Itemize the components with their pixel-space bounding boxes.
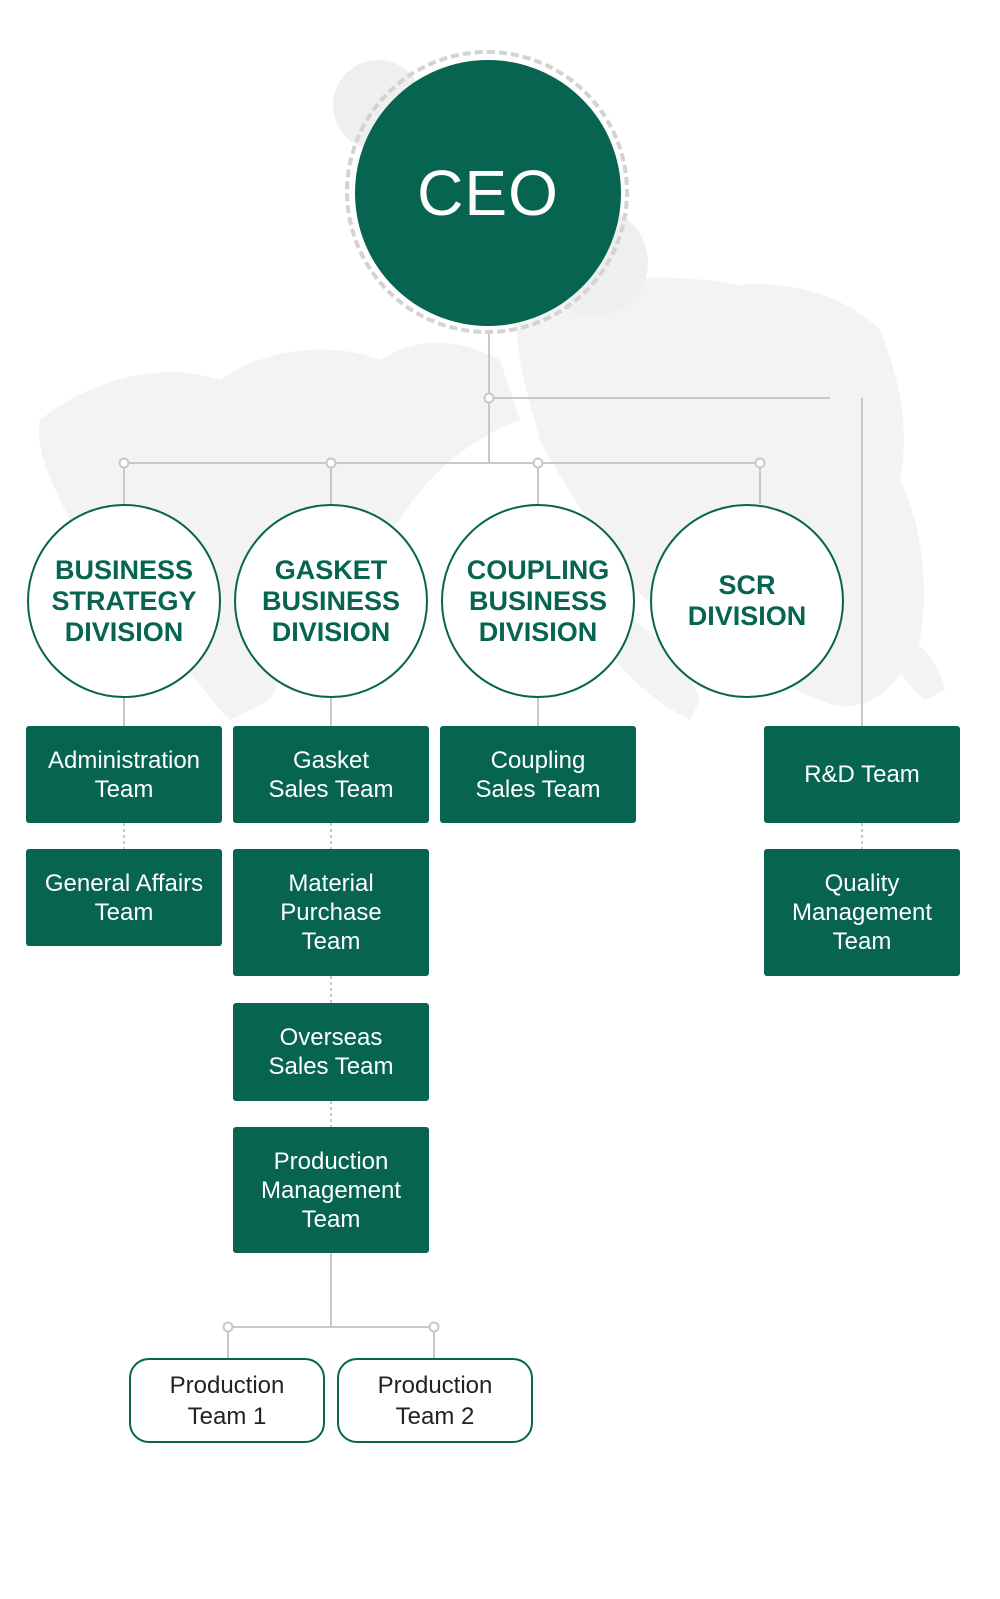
team-general-affairs: General Affairs Team [26, 849, 222, 946]
team-rnd: R&D Team [764, 726, 960, 823]
team-coupling-sales: Coupling Sales Team [440, 726, 636, 823]
ceo-dashed-ring [345, 50, 629, 334]
team-administration: Administration Team [26, 726, 222, 823]
division-business-strategy: BUSINESS STRATEGY DIVISION [27, 504, 221, 698]
ceo-node: CEO [355, 60, 621, 326]
team-material-purchase: Material Purchase Team [233, 849, 429, 976]
division-gasket-business: GASKET BUSINESS DIVISION [234, 504, 428, 698]
team-quality-management: Quality Management Team [764, 849, 960, 976]
division-scr: SCR DIVISION [650, 504, 844, 698]
team-gasket-sales: Gasket Sales Team [233, 726, 429, 823]
team-overseas-sales: Overseas Sales Team [233, 1003, 429, 1101]
division-coupling-business: COUPLING BUSINESS DIVISION [441, 504, 635, 698]
team-production-2: Production Team 2 [337, 1358, 533, 1443]
ceo-label: CEO [417, 157, 559, 229]
team-production-1: Production Team 1 [129, 1358, 325, 1443]
team-production-management: Production Management Team [233, 1127, 429, 1253]
